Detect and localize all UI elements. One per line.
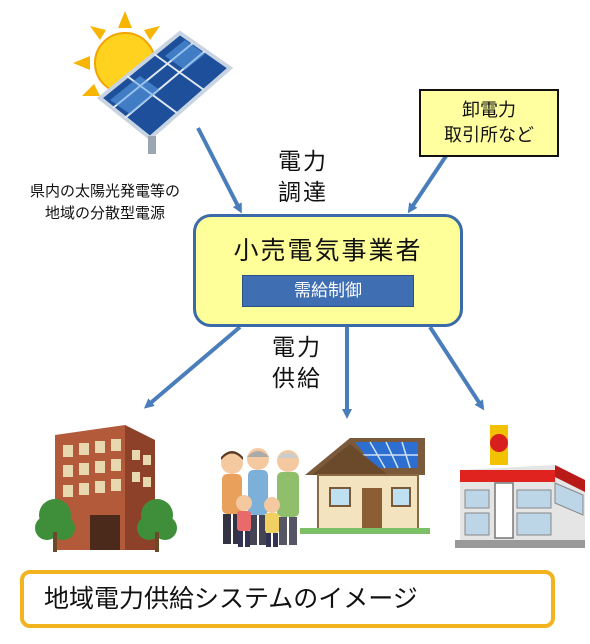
family-icon [221, 448, 299, 547]
supply-demand-control-label: 需給制御 [294, 281, 362, 301]
supply-line1: 電力 [272, 335, 322, 361]
supply-demand-control-box: 需給制御 [242, 275, 414, 307]
caption-box: 地域電力供給システムのイメージ [20, 570, 555, 628]
solar-panel-icon [96, 30, 234, 154]
caption-text: 地域電力供給システムのイメージ [44, 584, 418, 613]
arrow-retailer-to-office [143, 325, 242, 409]
local-sources-line2: 地域の分散型電源 [44, 204, 165, 222]
local-sources-line1: 県内の太陽光発電等の [29, 182, 180, 200]
procurement-label: 電力 調達 [268, 147, 338, 209]
arrow-retailer-to-store [428, 325, 485, 411]
local-sources-label: 県内の太陽光発電等の 地域の分散型電源 [0, 180, 210, 224]
wholesale-market-box: 卸電力 取引所など [419, 89, 559, 157]
procurement-line2: 調達 [278, 180, 328, 206]
retailer-box: 小売電気事業者 需給制御 [193, 214, 463, 327]
wholesale-line1: 卸電力 [462, 100, 516, 121]
supermarket-icon [455, 425, 585, 548]
supply-label: 電力 供給 [262, 333, 332, 395]
arrow-wholesale-to-retailer [407, 154, 448, 214]
retailer-title: 小売電気事業者 [233, 236, 423, 265]
supply-line2: 供給 [272, 366, 322, 392]
procurement-line1: 電力 [278, 149, 328, 175]
arrow-solar-to-retailer [196, 127, 242, 214]
wholesale-line2: 取引所など [444, 125, 534, 146]
solar-house-icon [300, 438, 430, 534]
office-building-icon [35, 425, 177, 552]
solar-illustration [73, 11, 234, 154]
